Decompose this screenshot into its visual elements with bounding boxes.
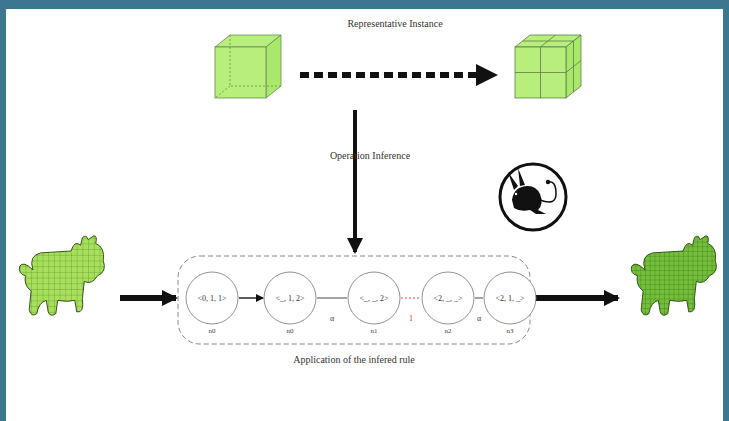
state-label: <2, 1, _> xyxy=(495,294,524,303)
output-mesh xyxy=(631,236,716,315)
state-label: <2, _, _> xyxy=(433,294,462,303)
jerboa-logo xyxy=(500,164,566,230)
container-caption: Application of the infered rule xyxy=(293,354,415,366)
node-id: n3 xyxy=(483,327,537,335)
state-label: <_, _, 2> xyxy=(359,294,388,303)
cube xyxy=(215,35,281,98)
state-node: <0, 1, 1>n0 xyxy=(185,271,239,325)
connector xyxy=(239,297,263,299)
state-node: <2, 1, _>n3 xyxy=(483,271,537,325)
node-id: n0 xyxy=(263,327,317,335)
connector xyxy=(401,298,421,299)
caption-label: Representative Instance xyxy=(340,18,450,30)
edge-label: α xyxy=(476,314,482,323)
node-id: n1 xyxy=(347,327,401,335)
connector xyxy=(475,298,483,299)
edge-label: α xyxy=(329,314,335,323)
input-mesh xyxy=(19,236,104,315)
rule-container: Application of the infered rule<0, 1, 1>… xyxy=(178,256,530,344)
state-label: <_, 1, 2> xyxy=(275,294,304,303)
caption-label: Operation Inference xyxy=(320,150,420,162)
state-node: <_, _, 2>n1 xyxy=(347,271,401,325)
subdivided-cube xyxy=(515,35,581,98)
edge-label: 1 xyxy=(408,314,414,323)
connector xyxy=(317,298,347,299)
node-id: n0 xyxy=(185,327,239,335)
state-label: <0, 1, 1> xyxy=(197,294,226,303)
state-node: <_, 1, 2>n0 xyxy=(263,271,317,325)
node-id: n2 xyxy=(421,327,475,335)
state-node: <2, _, _>n2 xyxy=(421,271,475,325)
